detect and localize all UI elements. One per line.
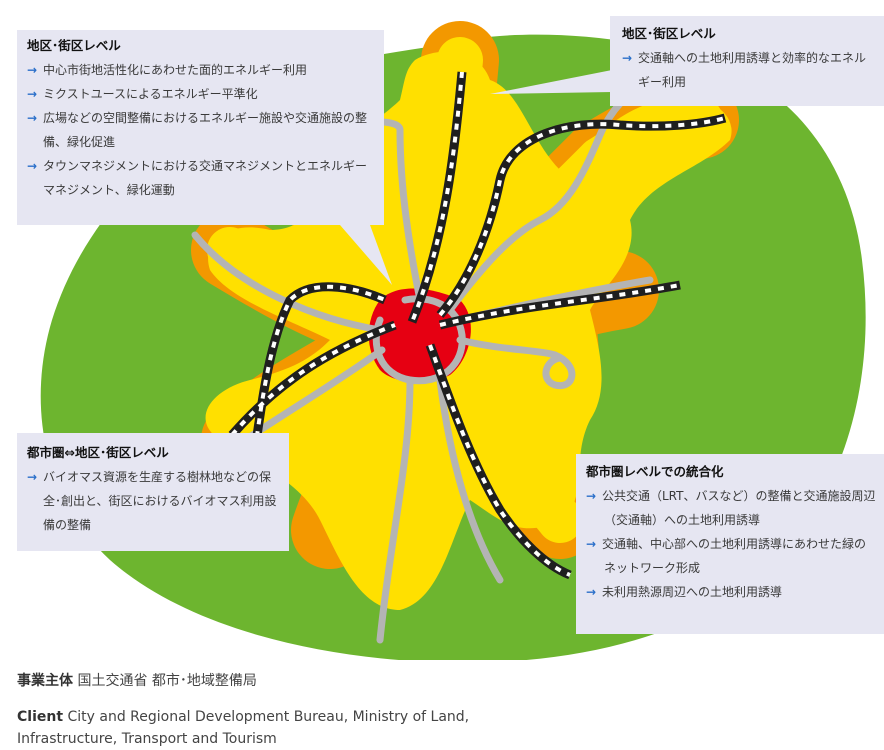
- callout-metro-integration: 都市圏レベルでの統合化 →公共交通（LRT、バスなど）の整備と交通施設周辺（交通…: [576, 454, 884, 634]
- arrow-icon: →: [27, 87, 38, 101]
- arrow-icon: →: [27, 63, 38, 77]
- arrow-icon: →: [27, 111, 38, 125]
- callout-item: →タウンマネジメントにおける交通マネジメントとエネルギーマネジメント、緑化運動: [27, 154, 374, 202]
- client-jp: 事業主体 国土交通省 都市･地域整備局: [17, 670, 257, 690]
- arrow-icon: →: [586, 489, 597, 503]
- callout-item: →交通軸への土地利用誘導と効率的なエネルギー利用: [622, 46, 873, 94]
- arrow-icon: →: [622, 51, 633, 65]
- client-en-label: Client: [17, 709, 64, 725]
- callout-item: →公共交通（LRT、バスなど）の整備と交通施設周辺（交通軸）への土地利用誘導: [586, 484, 876, 532]
- arrow-icon: →: [586, 537, 597, 551]
- callout-title: 都市圏⇔地区･街区レベル: [27, 445, 169, 460]
- pointer-right-callout: [490, 70, 612, 94]
- callout-district-level-left: 地区･街区レベル →中心市街地活性化にあわせた面的エネルギー利用 →ミクストユー…: [17, 30, 384, 225]
- client-jp-text: 国土交通省 都市･地域整備局: [77, 673, 257, 689]
- callout-item: →広場などの空間整備におけるエネルギー施設や交通施設の整備、緑化促進: [27, 106, 374, 154]
- callout-item: →バイオマス資源を生産する樹林地などの保全･創出と、街区におけるバイオマス利用設…: [27, 465, 279, 537]
- callout-pointers: [340, 70, 612, 285]
- arrow-icon: →: [27, 470, 38, 484]
- callout-title: 地区･街区レベル: [27, 38, 121, 53]
- client-jp-label: 事業主体: [17, 673, 73, 689]
- callout-item: →未利用熱源周辺への土地利用誘導: [586, 580, 876, 604]
- callout-item: →中心市街地活性化にあわせた面的エネルギー利用: [27, 58, 374, 82]
- arrow-icon: →: [27, 159, 38, 173]
- arrow-icon: →: [586, 585, 597, 599]
- pointer-left-callout: [340, 225, 392, 285]
- callout-item: →ミクストユースによるエネルギー平準化: [27, 82, 374, 106]
- rail-lines: [228, 71, 727, 580]
- callout-item: →交通軸、中心部への土地利用誘導にあわせた緑のネットワーク形成: [586, 532, 876, 580]
- callout-district-level-right: 地区･街区レベル →交通軸への土地利用誘導と効率的なエネルギー利用: [610, 16, 884, 106]
- callout-title: 都市圏レベルでの統合化: [586, 464, 724, 479]
- client-en: Client City and Regional Development Bur…: [17, 706, 557, 750]
- callout-title: 地区･街区レベル: [622, 26, 716, 41]
- callout-metro-district-level: 都市圏⇔地区･街区レベル →バイオマス資源を生産する樹林地などの保全･創出と、街…: [17, 433, 289, 551]
- client-en-text: City and Regional Development Bureau, Mi…: [17, 709, 470, 747]
